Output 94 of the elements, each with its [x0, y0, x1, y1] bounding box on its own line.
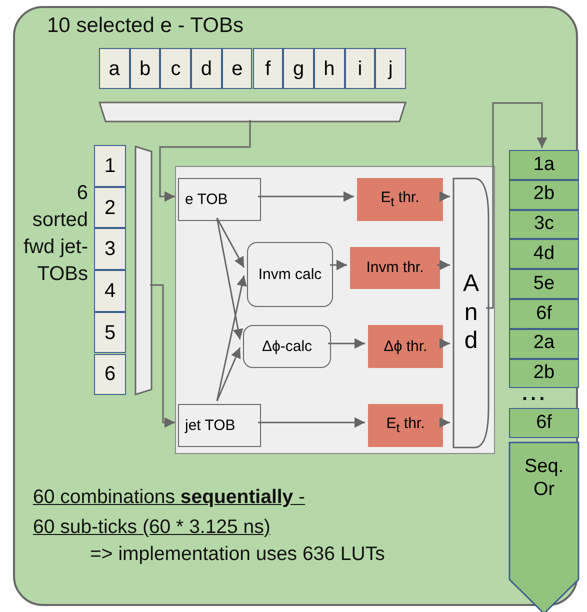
arrow	[258, 417, 365, 428]
cell-label: 2b	[533, 362, 555, 385]
table-cell	[509, 358, 579, 388]
cell-label: j	[388, 56, 393, 80]
table-cell	[509, 299, 579, 329]
cell-label: c	[170, 56, 181, 80]
threshold-box	[350, 247, 440, 289]
process-box	[247, 242, 333, 307]
mux-trapezoid	[99, 102, 406, 122]
arrow	[437, 260, 450, 270]
cell-label: 5	[104, 320, 116, 345]
heading: 10 selected e - TOBs	[47, 14, 244, 38]
arrow	[330, 260, 347, 270]
table-cell	[94, 312, 126, 354]
table-cell	[375, 48, 406, 89]
ellipsis: ...	[522, 383, 548, 406]
arrow	[216, 347, 241, 402]
table-cell	[509, 239, 579, 270]
threshold-box	[368, 404, 443, 447]
module-box	[175, 166, 495, 454]
table-cell	[94, 145, 126, 187]
table-cell	[344, 48, 376, 89]
box-label: jet TOB	[185, 416, 236, 434]
table-cell	[191, 48, 222, 89]
box-label: Δϕ-calc	[262, 338, 312, 356]
table-cell	[94, 354, 126, 396]
cell-label: 2b	[533, 183, 555, 206]
table-cell	[283, 48, 314, 89]
cell-label: 4d	[533, 242, 555, 266]
cell-label: e	[232, 56, 243, 80]
gate-label: And	[462, 270, 480, 356]
note-text: => implementation uses 636 LUTs	[90, 543, 385, 566]
table-cell	[94, 270, 126, 312]
table-cell	[130, 48, 160, 89]
cell-label: 3	[104, 237, 116, 262]
cell-label: 3c	[534, 213, 554, 236]
arrow	[216, 218, 245, 268]
arrow	[440, 417, 450, 428]
table-cell	[94, 186, 126, 228]
cell-label: d	[200, 56, 212, 80]
cell-label: 4	[104, 278, 116, 303]
cell-label: 2	[104, 196, 116, 220]
box-label: Invm thr.	[366, 259, 424, 277]
side-label: 6 sorted fwd jet-TOBs	[22, 181, 88, 287]
cell-label: 6f	[536, 412, 552, 434]
cell-label: 2a	[533, 332, 555, 356]
note-text: 60 sub-ticks (60 * 3.125 ns)	[33, 516, 270, 539]
cell-label: h	[324, 56, 335, 80]
process-box	[243, 325, 331, 368]
arrow	[150, 284, 175, 428]
arrow	[440, 191, 450, 202]
arrow	[486, 102, 548, 309]
and-gate	[453, 178, 489, 448]
table-cell	[252, 48, 284, 89]
arrow	[440, 338, 450, 349]
cell-label: f	[265, 56, 271, 80]
process-box	[178, 178, 261, 221]
box-label: Δϕ thr.	[384, 338, 428, 356]
table-cell	[509, 408, 579, 438]
box-label: Invm calc	[258, 266, 322, 284]
cell-label: 5e	[533, 272, 555, 296]
table-cell	[99, 48, 130, 89]
table-cell	[509, 210, 579, 240]
cell-label: 1	[104, 154, 116, 178]
table-cell	[509, 180, 579, 210]
arrow	[328, 338, 365, 349]
cell-label: g	[292, 56, 304, 80]
table-cell	[160, 48, 192, 89]
mux-trapezoid	[135, 146, 152, 395]
cell-label: 6	[104, 362, 116, 386]
cell-label: i	[358, 56, 362, 80]
arrow	[216, 275, 247, 402]
box-label: E$_{t}$ thr.	[380, 189, 420, 210]
table-cell	[509, 269, 579, 299]
table-cell	[314, 48, 345, 89]
note-text: 60 combinations sequentially -	[33, 486, 306, 509]
threshold-box	[368, 325, 443, 368]
table-cell	[509, 328, 579, 359]
process-box	[178, 404, 261, 447]
arrow	[216, 218, 244, 340]
cell-label: b	[139, 56, 151, 80]
table-cell	[509, 150, 579, 180]
threshold-box	[357, 178, 443, 221]
cell-label: a	[108, 56, 120, 80]
box-label: e TOB	[185, 190, 228, 208]
table-cell	[222, 48, 252, 89]
table-cell	[94, 228, 126, 270]
cell-label: 6f	[536, 302, 552, 326]
box-label: Seq. Or	[523, 456, 565, 502]
box-label: E$_{t}$ thr.	[386, 415, 425, 436]
seq-or-pentagon	[509, 442, 579, 612]
arrow	[258, 191, 354, 202]
arrow	[159, 120, 251, 202]
cell-label: 1a	[533, 154, 555, 176]
